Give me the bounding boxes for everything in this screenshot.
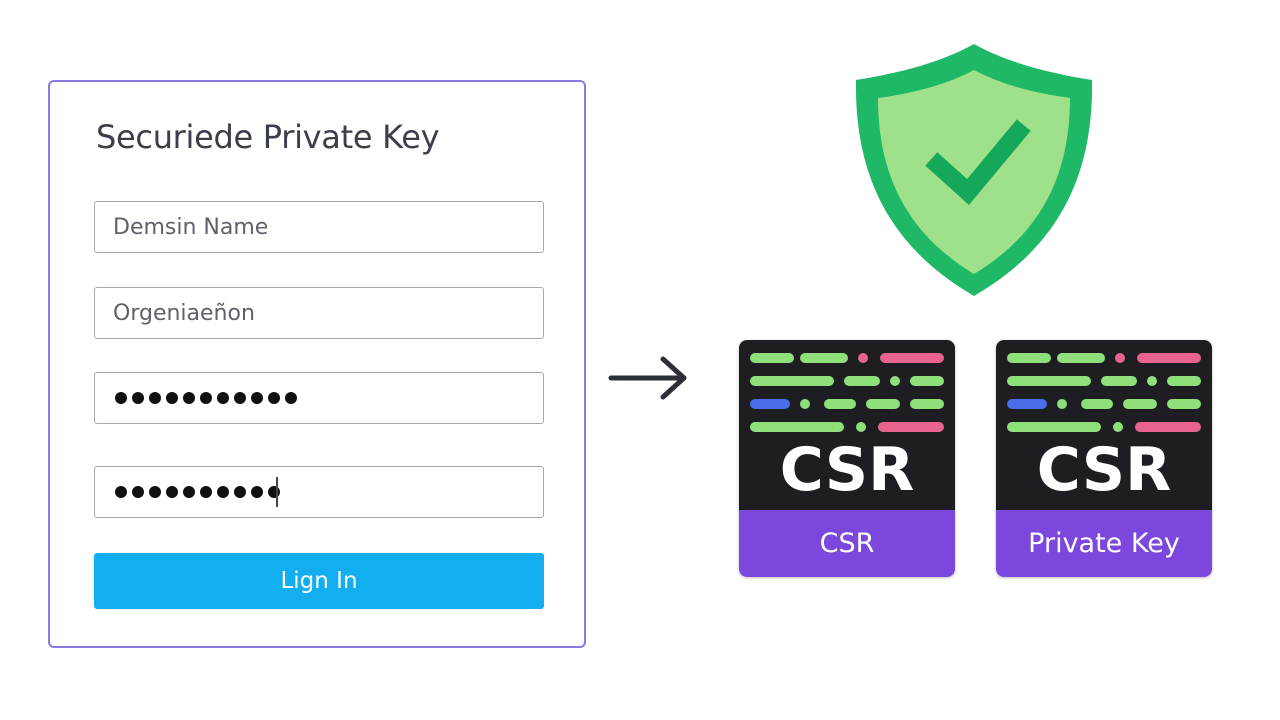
- confirm-password-field[interactable]: [94, 466, 544, 518]
- mask-dot: [149, 486, 161, 498]
- file-type-label: CSR: [779, 435, 915, 505]
- text-caret: [276, 477, 278, 507]
- mask-dot: [217, 486, 229, 498]
- mask-dot: [251, 486, 263, 498]
- mask-dot: [200, 392, 212, 404]
- organization-input[interactable]: [94, 287, 544, 339]
- card-title: Securiede Private Key: [96, 118, 440, 156]
- file-type-label: CSR: [1036, 435, 1172, 505]
- mask-dot: [217, 392, 229, 404]
- mask-dot: [115, 392, 127, 404]
- domain-name-input[interactable]: [94, 201, 544, 253]
- mask-dot: [234, 486, 246, 498]
- file-name-label: Private Key: [996, 510, 1212, 577]
- mask-dot: [183, 392, 195, 404]
- shield-check-icon: [855, 44, 1093, 296]
- sign-in-button[interactable]: Lign In: [94, 553, 544, 609]
- mask-dot: [251, 392, 263, 404]
- mask-dot: [149, 392, 161, 404]
- mask-dot: [268, 392, 280, 404]
- mask-dot: [115, 486, 127, 498]
- code-panel: CSR: [996, 340, 1212, 510]
- password-mask: [115, 392, 297, 404]
- code-lines-icon: [750, 353, 944, 432]
- arrow-right-icon: [608, 356, 687, 400]
- file-name-label: CSR: [739, 510, 955, 577]
- private-key-file-icon: CSR Private Key: [996, 340, 1212, 577]
- code-lines-icon: [1007, 353, 1201, 432]
- mask-dot: [166, 486, 178, 498]
- mask-dot: [166, 392, 178, 404]
- mask-dot: [200, 486, 212, 498]
- mask-dot: [132, 486, 144, 498]
- mask-dot: [268, 486, 280, 498]
- login-card: Securiede Private Key Lign In: [48, 80, 586, 648]
- mask-dot: [285, 392, 297, 404]
- mask-dot: [183, 486, 195, 498]
- csr-file-icon: CSR CSR: [739, 340, 955, 577]
- password-field[interactable]: [94, 372, 544, 424]
- code-panel: CSR: [739, 340, 955, 510]
- mask-dot: [234, 392, 246, 404]
- mask-dot: [132, 392, 144, 404]
- confirm-password-mask: [115, 486, 280, 498]
